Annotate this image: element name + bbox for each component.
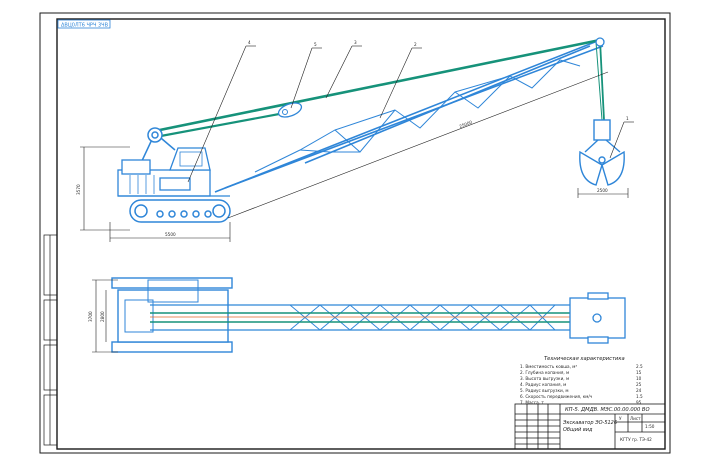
title-scale: 1:50 (645, 424, 655, 429)
pulley-block (277, 102, 303, 118)
plan-rope (150, 312, 600, 323)
dim-machine-height: 3570 (76, 184, 81, 195)
spec-row-label: 4. Радиус копания, м (520, 382, 566, 387)
plan-grab (569, 292, 626, 344)
callout-leaders (187, 45, 634, 183)
hoist-ropes (149, 38, 605, 140)
spec-row-label: 7. Масса, т (520, 400, 544, 405)
crawler-track (129, 199, 231, 223)
excavator-side-view: 25000 3570 5500 2500 4 5 3 2 1 (76, 37, 634, 242)
spec-row-label: 1. Вместимость ковша, м³ (520, 364, 577, 369)
plan-track-top (111, 277, 233, 289)
spec-row-label: 6. Скорость передвижения, км/ч (520, 394, 593, 399)
title-stage: У (619, 416, 622, 421)
plan-track-bottom (111, 341, 233, 353)
plan-dimension-lines (92, 279, 118, 353)
spec-row-value: 1.5 (636, 394, 643, 399)
spec-row-label: 3. Высота выгрузки, м (520, 376, 569, 381)
callout-2: 2 (414, 42, 417, 47)
dim-track-length: 5500 (165, 232, 176, 237)
dim-plan-width: 3700 (88, 311, 93, 322)
spec-row-label: 5. Радиус выгрузки, м (520, 388, 569, 393)
a-frame (139, 127, 176, 166)
title-code: КП-5. ДМДВ. МЭС.00.00.000 ВО (565, 407, 650, 413)
machine-body (117, 147, 230, 197)
spec-row-label: 2. Глубина копания, м (520, 370, 569, 375)
spec-row-value: 95 (636, 400, 642, 405)
dim-grab-width: 2500 (597, 188, 608, 193)
spec-row-value: 2.5 (636, 364, 643, 369)
title-name-1: Экскаватор ЭО-5126 (562, 420, 617, 426)
spec-row-value: 24 (636, 388, 642, 393)
side-dimension-lines (80, 71, 629, 242)
stamp-text: ΔВЦ0ЛТ6 ЧРЧ 3ЧΒ (61, 23, 109, 29)
callout-1: 1 (626, 116, 629, 121)
title-name-2: Общий вид (563, 427, 593, 433)
dim-boom-length: 25000 (459, 119, 474, 129)
spec-row-value: 25 (636, 382, 642, 387)
boom-head-sheave (595, 37, 605, 47)
title-block (514, 403, 666, 450)
plan-body (117, 289, 229, 343)
excavator-plan-view: 3700 2800 (88, 277, 626, 353)
title-sheet: Лист (630, 416, 641, 421)
spec-row-value: 15 (636, 370, 642, 375)
callout-3: 3 (354, 40, 357, 45)
spec-row-value: 10 (636, 376, 642, 381)
specification-table: Техническая характеристика 1. Вместимост… (520, 356, 643, 405)
dim-plan-gauge: 2800 (100, 311, 105, 322)
inner-frame (56, 18, 666, 450)
grab-bucket (579, 119, 625, 186)
spec-title: Техническая характеристика (544, 356, 625, 362)
title-org: КГТУ гр. ТЭ-42 (620, 437, 652, 442)
boom-lattice (214, 39, 604, 193)
callout-5: 5 (314, 42, 317, 47)
stamp-box (57, 19, 111, 29)
plan-boom (150, 304, 575, 331)
outer-frame (39, 12, 671, 454)
left-margin-strip (43, 234, 58, 446)
callout-4: 4 (248, 40, 251, 45)
